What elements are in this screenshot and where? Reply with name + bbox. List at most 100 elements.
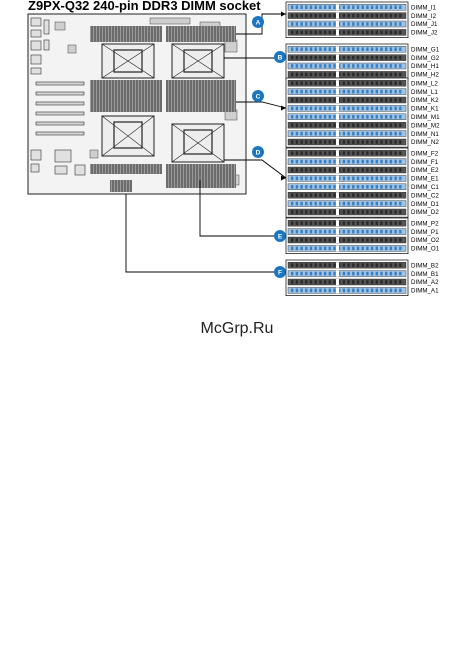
dimm-slot-pin [323,123,327,127]
dimm-slot-pin [370,5,374,9]
dimm-slot-pin [338,168,341,172]
dimm-slot-pin [295,131,299,136]
dimm-slot-pin [394,89,397,94]
dimm-slot-pin [305,185,308,189]
dimm-slot-body [287,113,407,121]
dimm-slot-pin [385,47,388,51]
dimm-slot-pin [300,168,303,172]
dimm-slot-pin [385,98,388,102]
dimm-slot-pin [380,263,383,267]
board-bank-d [166,164,236,188]
dimm-slot-pin [370,98,374,102]
dimm-slot-pin [291,140,294,144]
dimm-slot-pin [338,176,341,181]
dimm-slot-pin [347,238,350,242]
dimm-slot-pin [375,30,378,35]
dimm-slot-pin [342,30,346,35]
dimm-slot-pin [333,151,336,155]
dimm-slot-pin [291,168,294,172]
dimm-slot-pin [328,89,331,94]
dimm-slot-pin [300,30,303,35]
dimm-slot-pin [323,176,327,181]
dimm-slot-pin [394,115,397,119]
dimm-slot-pin [291,72,294,77]
dimm-slot-body [287,138,407,146]
dimm-slot-pin [375,159,378,164]
dimm-slot-pin [300,5,303,9]
dimm-slot-pin [342,140,346,144]
dimm-slot-pin [375,238,378,242]
dimm-slot-pin [352,72,355,77]
dimm-slot-pin [333,238,336,242]
dimm-slot-pin [295,98,299,102]
dimm-slot-pin [356,280,360,284]
dimm-slot-key [336,54,339,61]
dimm-slot-key [336,175,339,182]
dimm-slot-pin [342,159,346,164]
dimm-slot-pin [323,263,327,267]
dimm-slot-pin [380,22,383,26]
dimm-slot-pin [291,201,294,206]
dimm-slot-pin [380,193,383,197]
dimm-slot-pin [385,151,388,155]
dimm-slot-body [287,270,407,277]
dimm-slot-pin [338,123,341,127]
dimm-slot-pin [399,89,402,94]
dimm-slot-pin [347,64,350,68]
dimm-slot-pin [305,47,308,51]
dimm-slot-pin [295,81,299,85]
dimm-slot-key [336,270,339,277]
dimm-slot-pin [305,72,308,77]
dimm-group-c: DIMM_L2DIMM_L1DIMM_K2DIMM_K1DIMM_M1DIMM_… [285,77,440,148]
dimm-slot-pin [352,176,355,181]
dimm-slot-pin [319,288,322,293]
dimm-slot-pin [314,229,317,234]
dimm-slot-pin [342,72,346,77]
dimm-slot-pin [342,115,346,119]
dimm-slot-pin [319,159,322,164]
dimm-slot-pin [399,185,402,189]
dimm-slot-pin [319,81,322,85]
dimm-slot-pin [375,55,378,60]
dimm-slot-pin [385,5,388,9]
dimm-slot-pin [375,185,378,189]
dimm-slot-pin [323,193,327,197]
dimm-slot-body [287,46,407,53]
dimm-slot-label: DIMM_K1 [411,106,439,113]
dimm-slot-pin [319,22,322,26]
dimm-slot-pin [305,238,308,242]
dimm-slot-pin [366,123,369,127]
dimm-slot-pin [309,123,313,127]
dimm-slot-pin [347,201,350,206]
dimm-slot-pin [347,159,350,164]
dimm-slot-pin [314,176,317,181]
dimm-slot-pin [389,168,393,172]
dimm-slot-pin [347,140,350,144]
dimm-slot-pin [399,64,402,68]
dimm-slot-key [336,46,339,53]
dimm-slot-pin [385,221,388,225]
dimm-slot-pin [323,201,327,206]
dimm-slot-pin [314,81,317,85]
dimm-slot-body [287,3,407,11]
dimm-slot-pin [394,280,397,284]
io-connectors [30,17,86,176]
dimm-slot-pin [366,221,369,225]
dimm-slot-pin [356,193,360,197]
dimm-slot-pin [389,151,393,155]
dimm-slot-pin [342,210,346,214]
dimm-slot-pin [328,193,331,197]
dimm-slot-key [336,29,339,36]
dimm-slot-pin [370,238,374,242]
dimm-slot-pin [328,72,331,77]
dimm-slot-pin [347,30,350,35]
dimm-slot: DIMM_O1 [287,245,440,253]
dimm-slot-pin [352,238,355,242]
dimm-slot-pin [309,115,313,119]
dimm-slot-pin [366,280,369,284]
dimm-slot-pin [291,288,294,293]
dimm-slot-pin [375,5,378,9]
dimm-slot-pin [366,229,369,234]
dimm-slot-pin [361,72,364,77]
